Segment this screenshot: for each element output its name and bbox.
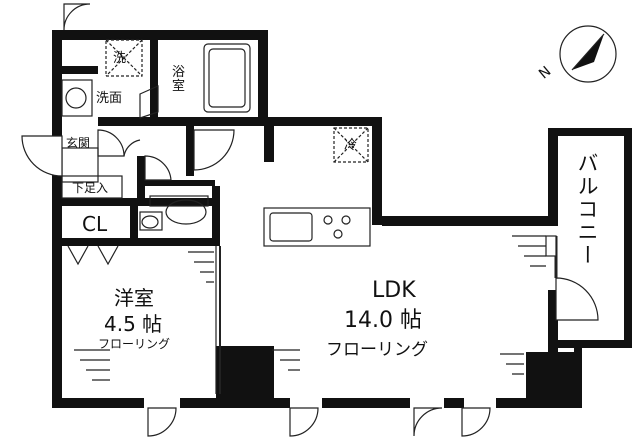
window-hatches bbox=[74, 235, 557, 381]
shoe-box-label: 下足入 bbox=[72, 181, 109, 195]
ldk-floor: フローリング bbox=[326, 340, 428, 360]
walls bbox=[52, 30, 632, 408]
closet-label: CL bbox=[82, 212, 108, 236]
doors bbox=[21, 3, 599, 437]
ldk-size: 14.0 帖 bbox=[344, 308, 422, 333]
entrance-label: 玄関 bbox=[66, 136, 91, 150]
balcony-label: バルコニー bbox=[575, 152, 599, 267]
fridge-label: 冷 bbox=[344, 138, 358, 153]
ldk-name: LDK bbox=[372, 278, 416, 303]
washroom-label: 洗面 bbox=[96, 91, 123, 106]
laundry-label: 洗 bbox=[113, 51, 127, 66]
western-room-size: 4.5 帖 bbox=[104, 312, 163, 336]
bathroom-label: 浴室 bbox=[172, 65, 186, 94]
compass-icon bbox=[559, 25, 617, 83]
western-room-floor: フローリング bbox=[98, 337, 171, 351]
western-room-name: 洋室 bbox=[114, 286, 154, 310]
